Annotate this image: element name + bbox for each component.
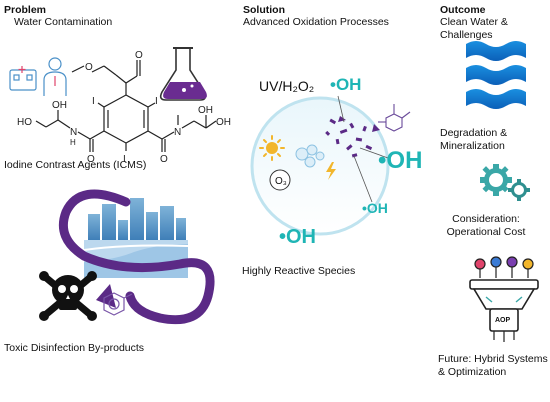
icm-atom-labels: O O I I I O O N H N OH HO OH OH <box>17 50 231 165</box>
atom-oh-left-upper: OH <box>52 100 67 111</box>
aop-output-lines <box>493 331 515 342</box>
aop-funnel-label: AOP <box>495 317 511 324</box>
degradation-label: Degradation & Mineralization <box>440 127 508 152</box>
problem-subtitle: Water Contamination <box>14 16 113 28</box>
clean-water-waves <box>466 41 526 109</box>
atom-ho-left: HO <box>17 117 32 128</box>
atom-oh-right-upper: OH <box>198 105 213 116</box>
atom-o-right: O <box>160 154 168 165</box>
hydroxyl-radical-small: •OH <box>362 200 388 216</box>
flask-icon <box>159 47 207 101</box>
problem-header: Problem <box>4 4 47 16</box>
sun-icon <box>259 135 285 161</box>
consideration-label: Consideration: Operational Cost <box>446 213 526 238</box>
hospital-icon <box>9 66 37 91</box>
atom-o-left: O <box>87 154 95 165</box>
outcome-header: Outcome <box>440 4 486 16</box>
solution-subtitle: Advanced Oxidation Processes <box>243 16 389 28</box>
small-gear-icon <box>508 179 530 201</box>
lightning-icon <box>326 162 336 180</box>
byproducts-label: Toxic Disinfection By-products <box>4 342 145 354</box>
radical-lines <box>337 95 389 203</box>
hydroxyl-radical-large: •OH <box>378 147 423 174</box>
clean-water-label: Clean Water & Challenges <box>440 16 508 41</box>
skull-icon <box>39 271 97 321</box>
hybrid-inputs-icon <box>474 256 534 278</box>
cycle-arrow-head <box>96 284 116 308</box>
atom-n-right: N <box>174 127 181 138</box>
atom-n-left: N <box>70 127 77 138</box>
species-label: Highly Reactive Species <box>242 265 356 277</box>
icma-label: Iodine Contrast Agents (ICMS) <box>4 159 147 171</box>
aop-sphere <box>250 96 390 236</box>
atom-o-ether: O <box>85 62 93 73</box>
atom-oh-right: OH <box>216 117 231 128</box>
gear-icon <box>480 164 512 196</box>
aop-funnel <box>469 279 539 332</box>
cycle-arrow <box>58 189 215 325</box>
atom-i-right: I <box>155 96 158 107</box>
ozone-bubble <box>269 169 291 191</box>
gear-dollar-large: $ <box>492 175 498 185</box>
gear-dollar-small: $ <box>516 186 521 195</box>
atom-i-bottom: I <box>123 154 126 165</box>
ozone-label: O₃ <box>275 176 287 187</box>
icm-molecule <box>35 60 217 152</box>
patient-icon <box>43 57 67 96</box>
uv-h2o2-label: UV/H₂O₂ <box>259 78 315 94</box>
hydroxyl-radical-bottom: •OH <box>279 226 317 248</box>
byproduct-molecule-icon <box>103 292 133 316</box>
solution-header: Solution <box>243 4 285 16</box>
atom-o-carbonyl-top: O <box>135 50 143 61</box>
pollutant-molecule-icon <box>378 104 411 132</box>
aop-funnel-arrows <box>485 296 523 303</box>
bubbles-icon <box>295 144 325 168</box>
atom-h-left: H <box>70 138 76 147</box>
atom-i-left: I <box>92 96 95 107</box>
fragment-cluster <box>325 116 380 158</box>
hydroxyl-radical-top: •OH <box>330 75 362 94</box>
future-label: Future: Hybrid Systems & Optimization <box>438 353 548 378</box>
